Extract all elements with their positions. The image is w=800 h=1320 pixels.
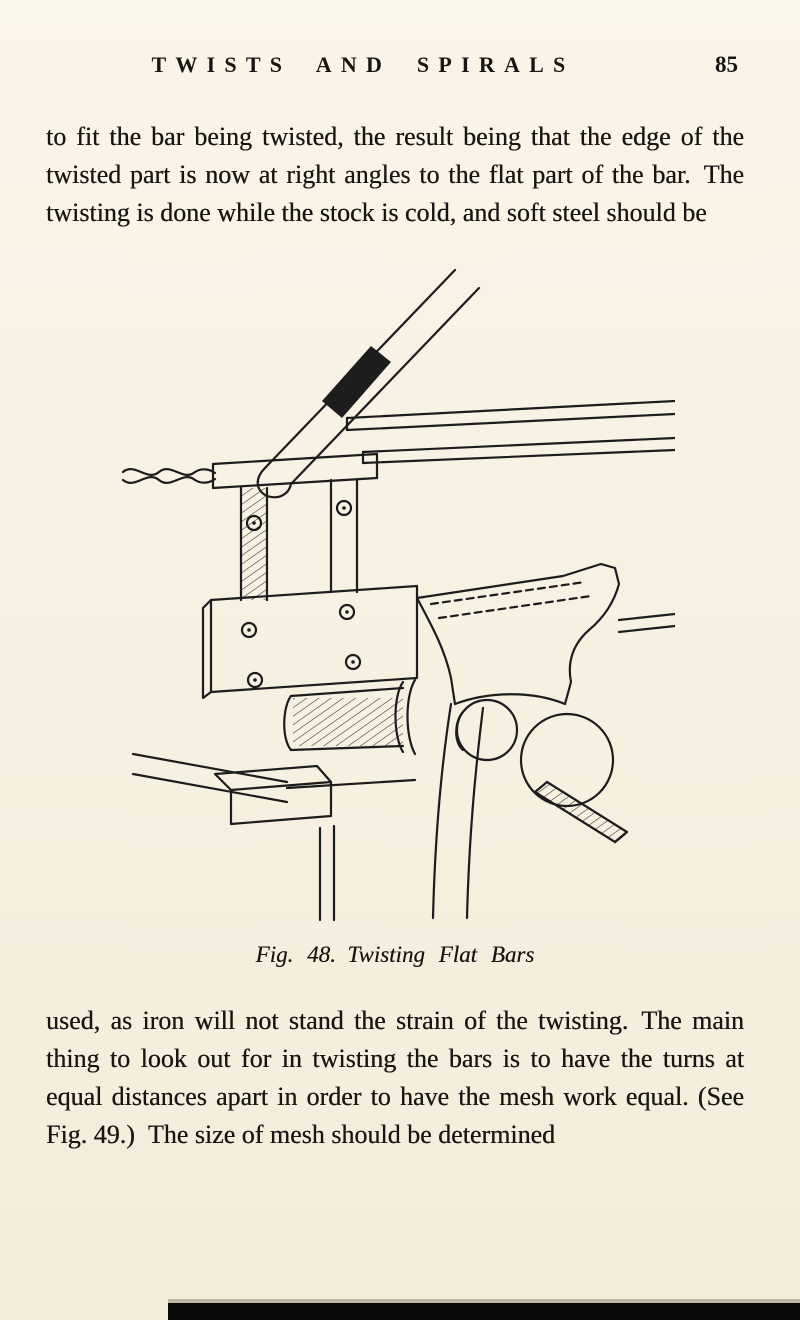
screw-collar: [455, 698, 519, 762]
bolted-plate: [201, 584, 419, 700]
figure-illustration: [121, 268, 675, 922]
scan-edge-bar: [168, 1303, 800, 1320]
rail-line: [345, 399, 675, 420]
page-header: TWISTS AND SPIRALS 85: [46, 52, 744, 92]
vise-slide: [431, 702, 453, 920]
vise-screw: [283, 678, 417, 756]
paragraph-top: to fit the bar being twisted, the result…: [46, 122, 744, 227]
frame-posts: [239, 478, 359, 602]
running-head-title: TWISTS AND SPIRALS: [151, 52, 575, 77]
scan-edge-shadow: [168, 1299, 800, 1303]
wrench-grip-dark: [322, 346, 391, 418]
vise-body: [415, 562, 621, 706]
gripped-bar: [617, 612, 675, 622]
page-number: 85: [715, 52, 738, 77]
figure-caption: Fig. 48. Twisting Flat Bars: [255, 942, 535, 967]
ball-handle: [519, 712, 629, 844]
twisted-bar: [121, 468, 217, 484]
paragraph-bottom: used, as iron will not stand the strain …: [46, 1006, 744, 1149]
figure: Fig. 48. Twisting Flat Bars: [105, 268, 685, 968]
bench: [131, 752, 417, 922]
